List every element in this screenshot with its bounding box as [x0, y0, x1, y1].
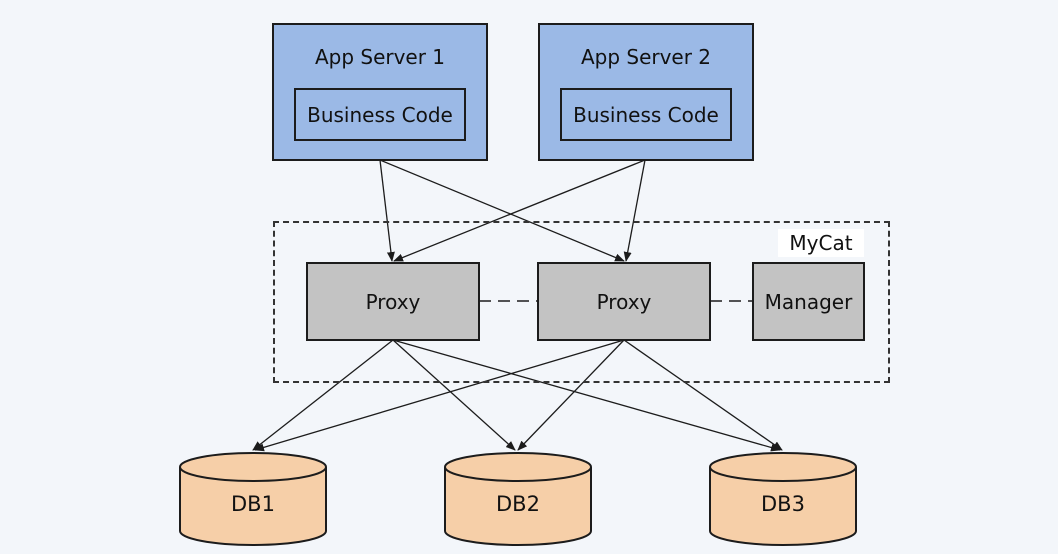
mycat-label: MyCat	[778, 229, 864, 257]
arrow-proxy1-db3	[392, 339, 781, 452]
db3-cylinder	[709, 452, 857, 546]
arrow-proxy2-db2	[517, 339, 625, 451]
app-server-2-title: App Server 2	[580, 45, 712, 69]
db3-label: DB3	[761, 492, 805, 516]
arrow-proxy2-db1	[254, 339, 625, 452]
app-server-2-business-code: Business Code	[560, 88, 732, 141]
arrow-proxy1-db1	[252, 339, 394, 451]
app-server-1: App Server 1 Business Code	[272, 23, 488, 161]
arrow-app1-proxy2	[379, 159, 625, 262]
app-server-1-title: App Server 1	[314, 45, 446, 69]
db1-label: DB1	[231, 492, 275, 516]
manager: Manager	[752, 262, 865, 341]
db1-cylinder	[179, 452, 327, 546]
proxy-1: Proxy	[306, 262, 480, 341]
db2-cylinder	[444, 452, 592, 546]
arrow-proxy1-db2	[392, 339, 516, 451]
app-server-2: App Server 2 Business Code	[538, 23, 754, 161]
app-server-1-business-code: Business Code	[294, 88, 466, 141]
arrow-app2-proxy1	[393, 159, 646, 262]
arrow-proxy2-db3	[623, 339, 783, 451]
proxy-2: Proxy	[537, 262, 711, 341]
mycat-cluster-boundary	[273, 221, 890, 383]
arrow-app1-proxy1	[379, 159, 395, 262]
db2-label: DB2	[496, 492, 540, 516]
arrow-app2-proxy2	[623, 159, 646, 262]
